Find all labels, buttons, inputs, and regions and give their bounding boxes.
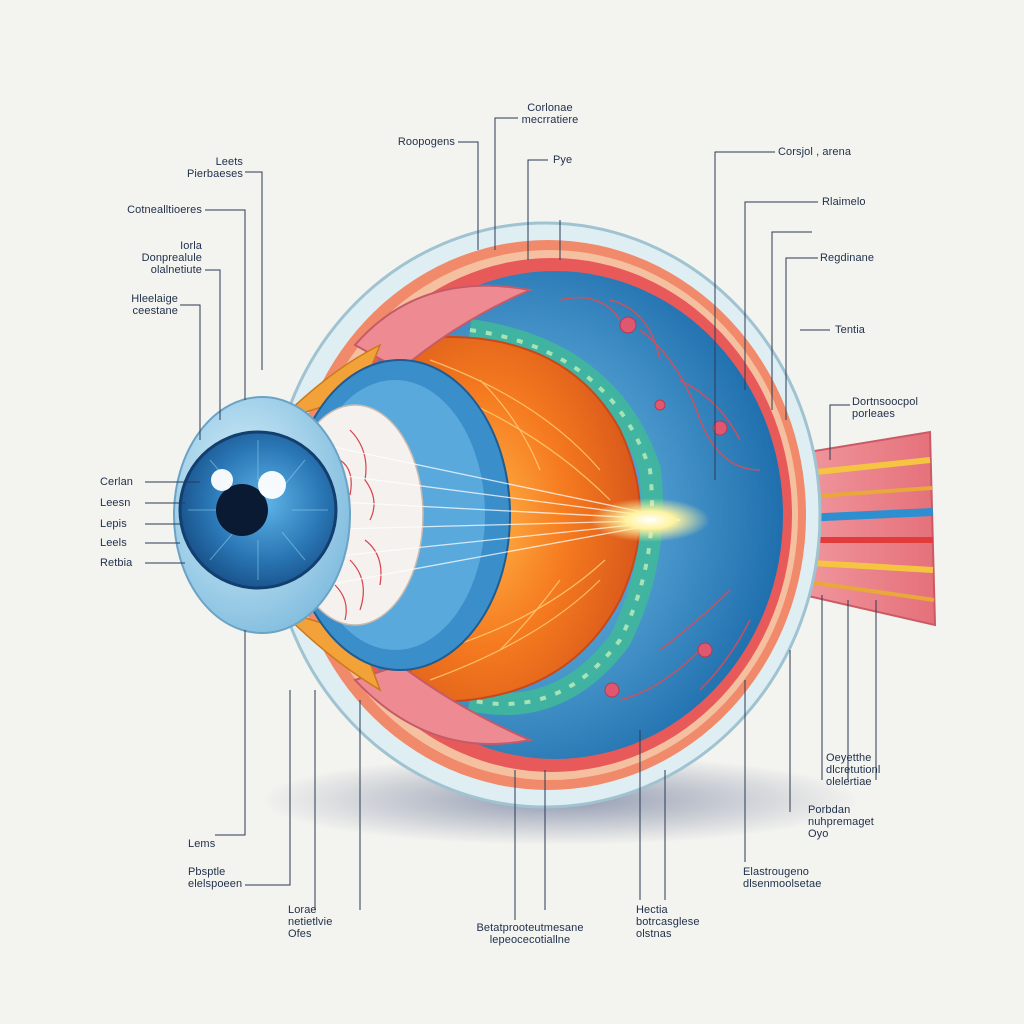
label-lens-1: Leesn: [100, 497, 131, 509]
label-retina: Retbia: [100, 557, 133, 569]
label-tentia: Tentia: [835, 324, 865, 336]
label-lens-3: Leels: [100, 537, 127, 549]
label-iris-dorsal: Iorla Donprealule olalnetiute: [141, 240, 202, 276]
pupil-highlight-left: [211, 469, 233, 491]
label-rapogens: Roopogens: [397, 136, 455, 148]
label-elastogena: Elastrougeno dlsenmoolsetae: [743, 866, 822, 890]
retinal-nodes: [604, 316, 728, 698]
label-contractions: Cotnealltioeres: [127, 204, 202, 216]
label-dorsal-ponies: Dortnsoocpol porleaes: [852, 396, 919, 420]
label-pupil-stripe: Pbsptle elelspoeen: [188, 866, 243, 890]
label-histology: Hleelaige ceestane: [131, 293, 178, 317]
retinal-vessels: [559, 296, 761, 701]
label-lens-2: Lepis: [100, 518, 127, 530]
label-hertia: Hectia botrcasglese olstnas: [636, 904, 700, 940]
ciliary-muscle-bottom: [353, 663, 534, 745]
label-radians: Regdinane: [820, 252, 875, 264]
label-eye: Pye: [553, 154, 573, 166]
label-lens-bottom: Lems: [188, 838, 216, 850]
label-cornea: Cerlan: [100, 476, 134, 488]
label-oculars: Oeyetthe dlcretutionl olelertiae: [826, 752, 881, 788]
label-rhamelo: Rlaimelo: [822, 196, 866, 208]
label-corneal-arena: Corsjol , arena: [778, 146, 852, 158]
pupil-highlight-right: [258, 471, 286, 499]
label-cornea-membrane: Corlonae mecrratiere: [521, 102, 579, 126]
focal-point: [590, 498, 710, 542]
label-portion: Porbdan nuhpremaget Oyo: [808, 804, 874, 840]
label-lens-nucleus: Lorae netietlvie Ofes: [288, 904, 333, 940]
leader-lines: [145, 117, 877, 920]
sclera-veins: [334, 429, 382, 621]
pupil: [216, 484, 268, 536]
ciliary-muscle-top: [353, 284, 534, 372]
label-lens-fibres: Leets Pierbaeses: [186, 156, 243, 180]
label-beta-membrane: Betatprooteutmesane lepeocecotiallne: [476, 922, 584, 946]
